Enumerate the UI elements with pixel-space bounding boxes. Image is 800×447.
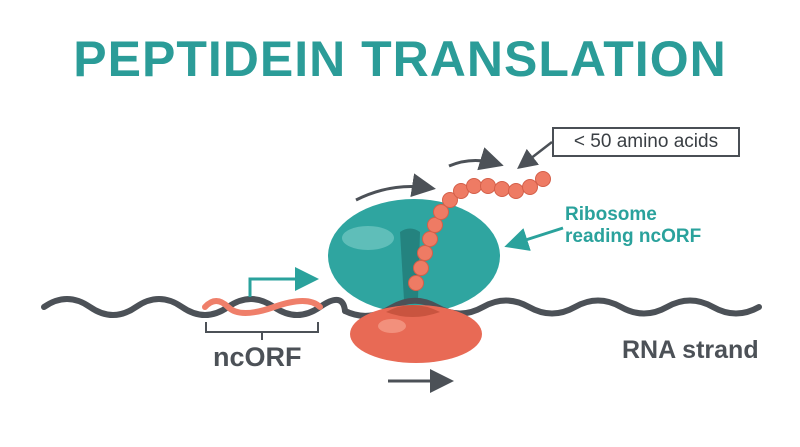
amino-acid (480, 178, 496, 194)
peptide-length-label: < 50 amino acids (552, 127, 740, 157)
ribosome-label-line1: Ribosome (565, 204, 657, 225)
peptide-chain (408, 171, 551, 291)
amino-acid (408, 275, 424, 291)
arrow-icon (355, 173, 436, 202)
rna-strand-right (342, 297, 762, 319)
ncorf-segment (202, 298, 323, 316)
amino-acid (442, 192, 458, 208)
amino-acid (494, 181, 510, 197)
arrow-icon (448, 147, 504, 171)
ribosome-small-subunit (350, 305, 482, 363)
amino-acid (417, 245, 433, 261)
amino-acid (413, 260, 429, 276)
ncorf-label: ncORF (213, 342, 302, 372)
ribosome-pointer-arrow-icon (504, 226, 564, 251)
ncorf-start-arrow-icon (248, 267, 319, 297)
label-pointer-arrow-icon (517, 141, 553, 170)
ribosome-label-line2: reading ncORF (565, 226, 702, 247)
diagram-title: PEPTIDEIN TRANSLATION (73, 31, 727, 87)
ribosome-large-subunit (328, 199, 500, 313)
amino-acid (522, 179, 538, 195)
rna-strand-left (41, 296, 348, 318)
amino-acid (422, 231, 438, 247)
amino-acid (466, 178, 482, 194)
amino-acid (508, 183, 524, 199)
rna-strand-label: RNA strand (622, 336, 759, 364)
ncorf-bracket (205, 322, 319, 340)
amino-acid (433, 204, 449, 220)
amino-acid (535, 171, 551, 187)
ribosome-label: Ribosome reading ncORF (565, 204, 701, 248)
amino-acid (427, 217, 443, 233)
